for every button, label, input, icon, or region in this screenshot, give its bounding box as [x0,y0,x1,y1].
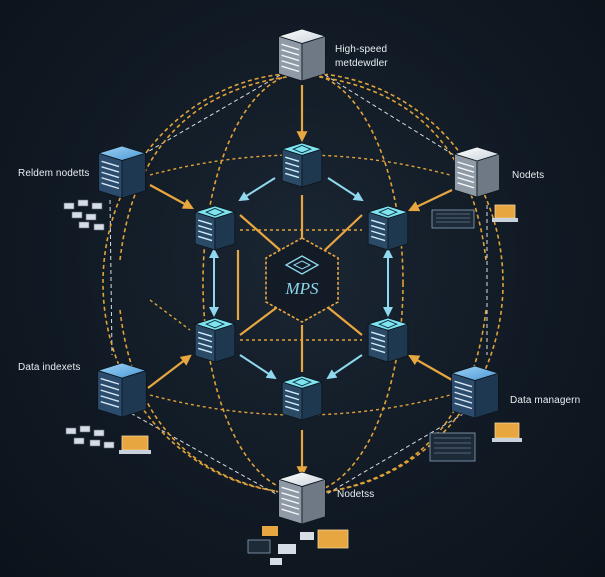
label-left-lower: Data indexets [18,362,81,373]
server-node-left-upper [97,145,147,199]
inner-node-lower-right [366,317,410,363]
server-node-left-lower [96,362,148,418]
center-cube-icon [284,255,320,275]
device-cluster-right-upper [431,204,518,229]
device-cluster-left-upper [63,199,105,231]
label-right-lower: Data managern [510,395,581,406]
center-hub: MPS [265,237,339,323]
server-node-right-upper [453,146,501,198]
label-left-upper: Reldem nodetts [18,168,90,179]
orange-solid-links [147,85,453,478]
server-node-top [277,28,327,82]
label-top-line1: High-speed [335,44,388,55]
device-cluster-right-lower [429,422,522,462]
inner-node-upper-left [193,205,237,251]
outer-dashed-hexagon [109,74,488,496]
center-logo-text: MPS [284,279,319,298]
orange-ellipses [102,72,504,496]
inner-node-lower-left [193,317,237,363]
device-cluster-left-lower [65,425,151,454]
label-bottom: Nodetss [337,489,375,500]
label-right-upper: Nodets [512,170,545,181]
device-cluster-bottom [247,526,349,565]
nodes-layer [96,28,501,525]
label-top-line2: metdewdler [335,58,388,69]
inner-node-bottom [280,375,324,421]
server-node-bottom [277,471,327,525]
server-node-right-lower [450,365,500,419]
cyan-inner-arrows [209,177,393,380]
inner-node-upper-right [366,205,410,251]
inner-node-top [280,142,324,188]
